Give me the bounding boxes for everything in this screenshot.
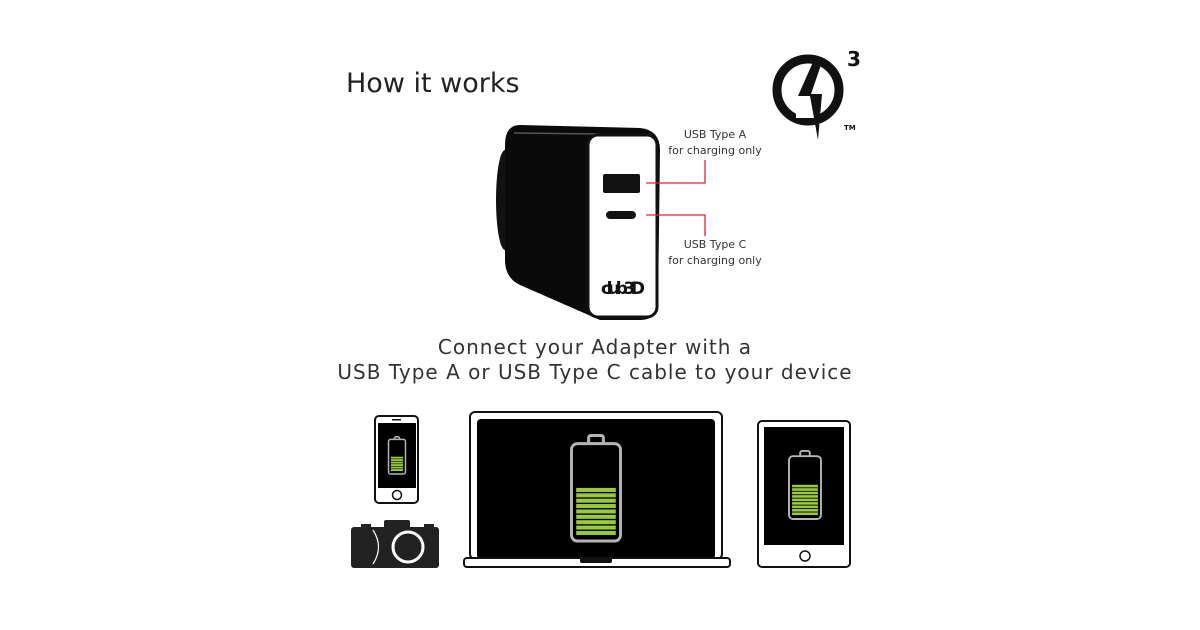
- callout-line-a: [646, 160, 706, 184]
- battery-level-bar: [792, 509, 818, 512]
- battery-level-bar: [390, 466, 404, 469]
- camera-icon: [351, 520, 439, 568]
- battery-level-bar: [792, 502, 818, 505]
- battery-level-bar: [792, 505, 818, 509]
- tablet-battery-icon: [788, 449, 822, 520]
- battery-level-bar: [576, 520, 616, 525]
- usb-c-note: for charging only: [668, 254, 762, 267]
- headline-line-1: Connect your Adapter with a: [438, 335, 752, 359]
- usb-c-port: [606, 211, 636, 219]
- qc-version: 3: [847, 47, 861, 71]
- battery-level-bar: [576, 509, 616, 514]
- battery-level-bar: [390, 469, 404, 471]
- battery-level-bar: [390, 461, 404, 464]
- tablet-icon: [757, 420, 851, 568]
- phone-battery-icon: [387, 436, 407, 475]
- battery-level-bar: [576, 498, 616, 503]
- battery-level-bar: [792, 488, 818, 491]
- usb-c-label: USB Type C: [684, 238, 747, 251]
- battery-level-bar: [792, 491, 818, 495]
- usb-a-note: for charging only: [668, 144, 762, 157]
- smartphone-icon: [374, 415, 419, 504]
- quick-charge-icon: 3 TM: [772, 47, 861, 140]
- brand-logo: club3D: [601, 279, 645, 299]
- battery-level-bar: [792, 484, 818, 488]
- callout-line-c: [646, 214, 706, 236]
- battery-level-bar: [792, 495, 818, 498]
- laptop-battery-icon: [570, 434, 622, 543]
- battery-level-bar: [792, 512, 818, 516]
- battery-level-bar: [576, 487, 616, 492]
- battery-level-bar: [390, 464, 404, 467]
- battery-level-bar: [576, 493, 616, 498]
- usb-a-port: [603, 174, 640, 193]
- battery-level-bar: [576, 530, 616, 535]
- battery-level-bar: [576, 504, 616, 509]
- battery-level-bar: [576, 525, 616, 530]
- usb-a-label: USB Type A: [684, 128, 747, 141]
- headline-line-2: USB Type A or USB Type C cable to your d…: [337, 360, 852, 384]
- page-title: How it works: [346, 68, 520, 99]
- battery-level-bar: [390, 459, 404, 462]
- trademark: TM: [844, 124, 856, 132]
- laptop-icon: [463, 411, 731, 568]
- battery-level-bar: [792, 498, 818, 502]
- battery-level-bar: [576, 514, 616, 519]
- wall-charger: club3D: [496, 125, 660, 320]
- battery-level-bar: [390, 456, 404, 459]
